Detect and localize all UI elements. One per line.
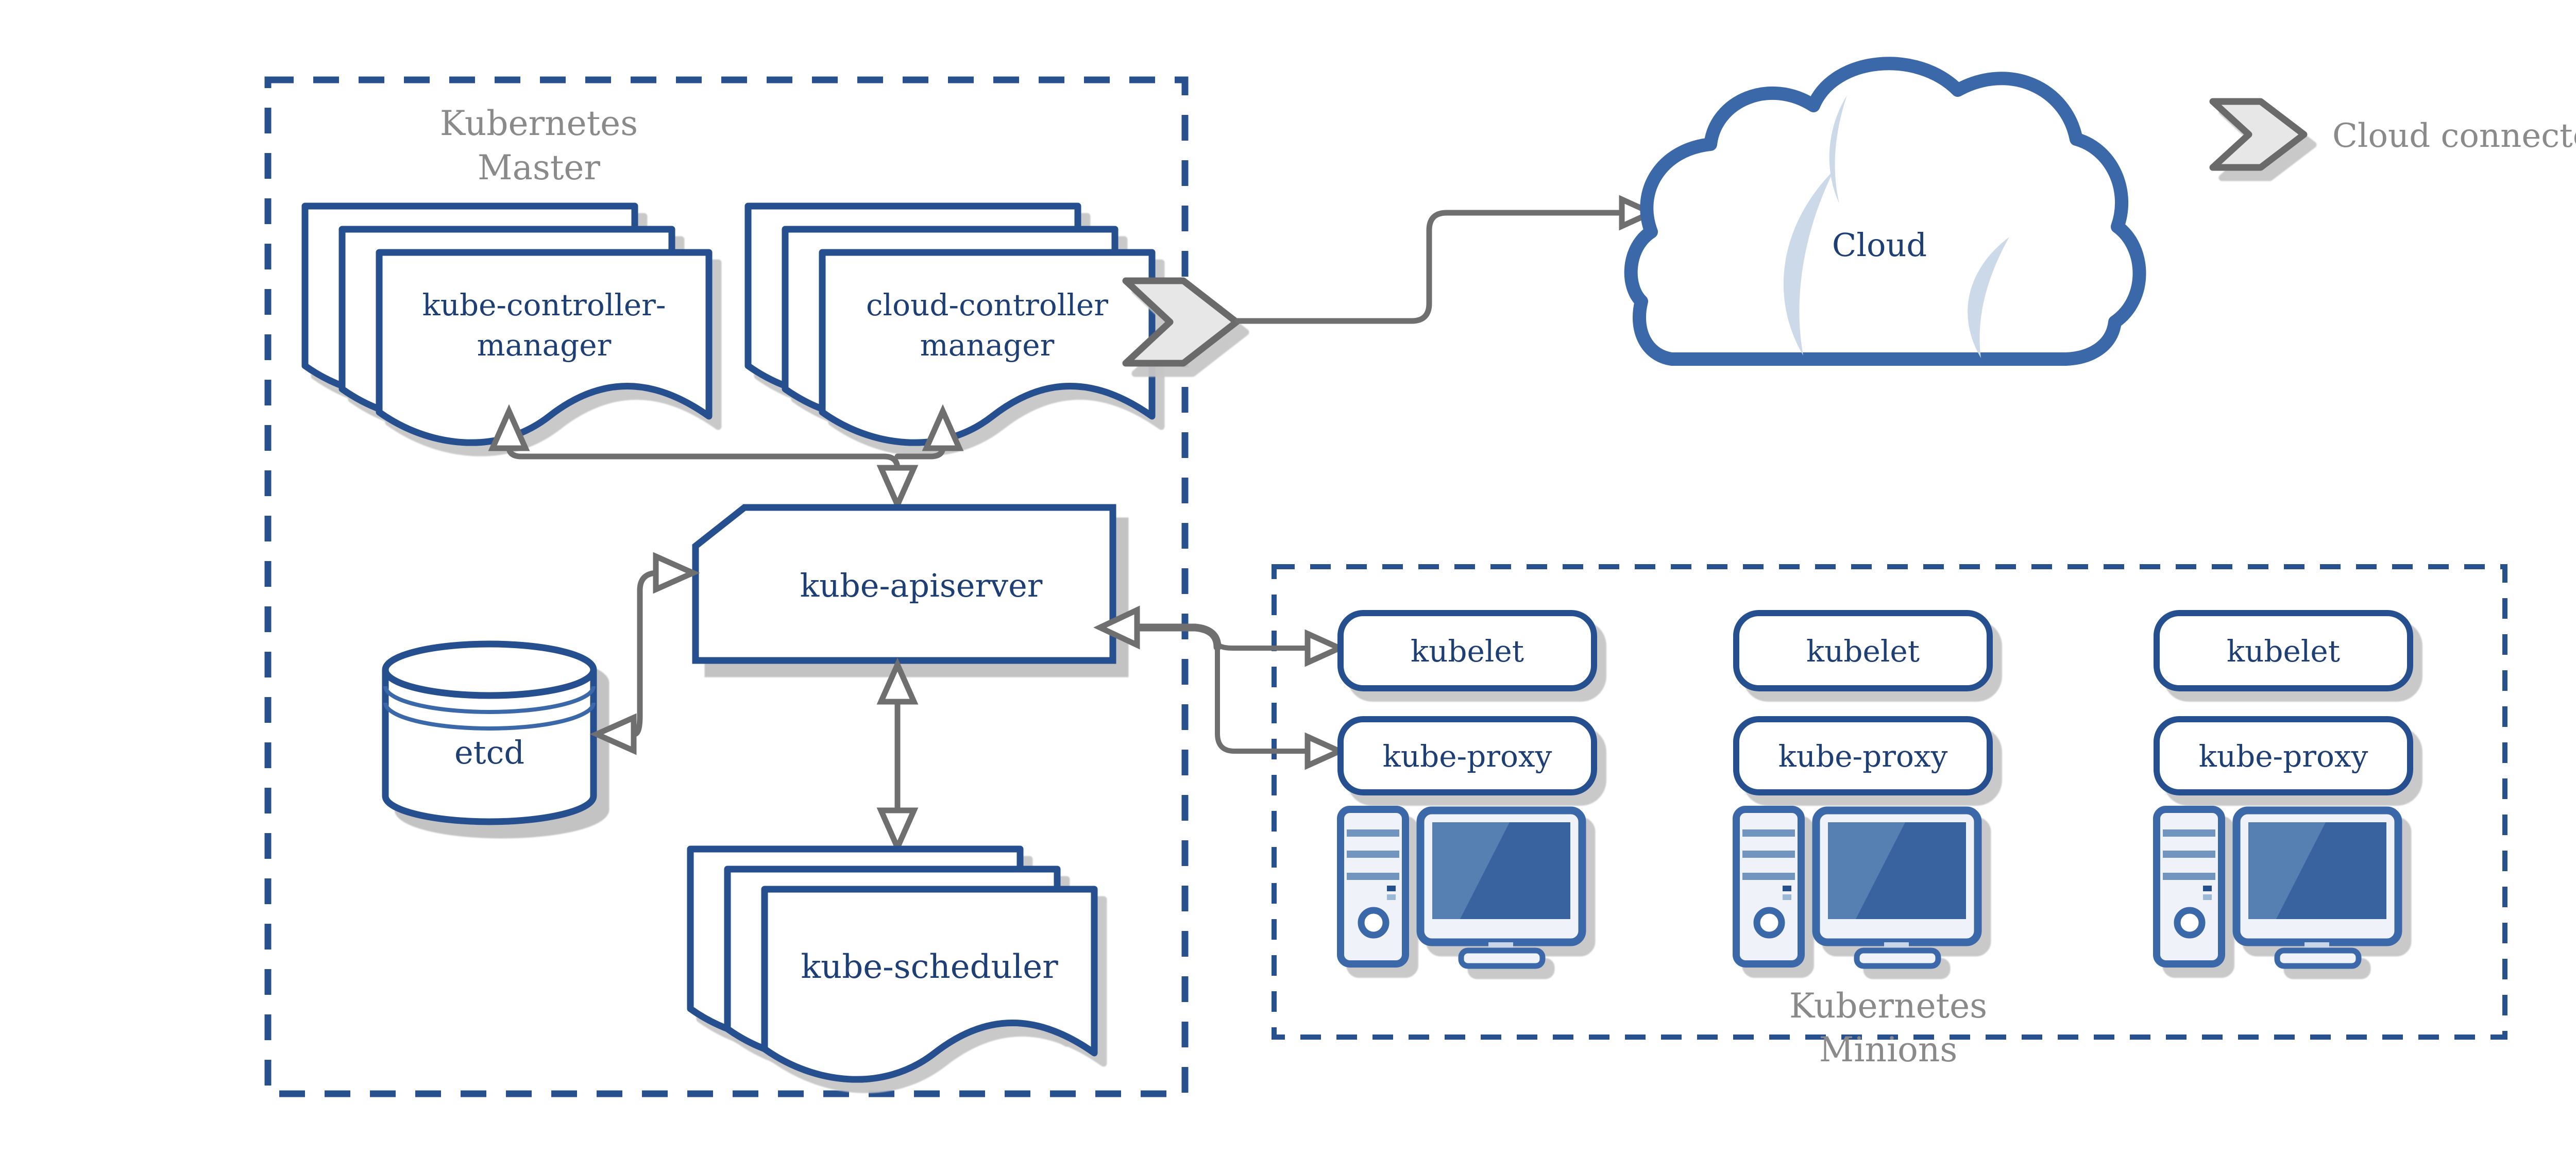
- etcd-label: etcd: [454, 734, 524, 771]
- computer-icon: [2153, 806, 2402, 969]
- minion-node-2: kubelet kube-proxy: [1733, 610, 1993, 969]
- kube-proxy-box: [1337, 716, 1597, 795]
- arrowhead-up-icon: [876, 657, 919, 705]
- cloud-highlight: [1829, 95, 1847, 204]
- kube-scheduler-node: kube-scheduler: [687, 845, 1098, 1083]
- etcd-ring: [383, 702, 596, 731]
- connector-line: [631, 570, 661, 737]
- cloud-connector-legend-icon: [2209, 98, 2308, 171]
- kube-apiserver-node: kube-apiserver: [692, 504, 1116, 664]
- computer-icon: [1337, 806, 1586, 969]
- connector-line-to-cloud: [1234, 210, 1626, 324]
- cloud-label: Cloud: [1832, 226, 1927, 264]
- computer-icon: [1733, 806, 1982, 969]
- apiserver-minion-arrows: [1093, 605, 1347, 770]
- arrowhead-up-icon: [488, 404, 530, 451]
- kube-proxy-label: kube-proxy: [1778, 739, 1948, 774]
- minions-dashed-border: [1272, 564, 2507, 1040]
- master-title-line2: Master: [478, 148, 600, 188]
- arrowhead-right-icon: [1619, 195, 1658, 231]
- kube-controller-manager-node: kube-controller- manager: [301, 202, 713, 446]
- kube-proxy-label: kube-proxy: [2199, 739, 2368, 774]
- master-title-line1: Kubernetes: [440, 104, 638, 143]
- connector-line: [1133, 623, 1222, 651]
- connector-line: [506, 444, 901, 472]
- kube-controller-manager-label-line2: manager: [477, 328, 612, 363]
- kubelet-box: [2154, 610, 2413, 691]
- arrowhead-left-icon: [589, 713, 637, 755]
- cloud-controller-manager-label-line1: cloud-controller: [866, 287, 1108, 323]
- controller-apiserver-arrows: [488, 404, 964, 512]
- document-page-front: [761, 886, 1098, 1083]
- master-group: Kubernetes Master kube-controller- manag…: [264, 76, 1240, 1097]
- kubelet-label: kubelet: [2227, 634, 2340, 669]
- cloud-highlight: [1968, 237, 2009, 358]
- connector-line: [1215, 640, 1311, 651]
- arrowhead-up-icon: [922, 404, 964, 451]
- minion-node-1: kubelet kube-proxy: [1337, 610, 1597, 969]
- minions-group: kubelet kube-proxy kubelet: [1093, 564, 2507, 1070]
- minions-title-line2: Minions: [1819, 1030, 1957, 1070]
- cloud-shape: [1624, 57, 2146, 366]
- document-page-front: [819, 249, 1156, 446]
- arrowhead-right-icon: [653, 552, 700, 594]
- apiserver-scheduler-arrows: [876, 657, 919, 855]
- kube-proxy-box: [1733, 716, 1993, 795]
- cloud-highlight: [1783, 170, 1834, 355]
- kubelet-box: [1337, 610, 1597, 691]
- legend-label: Cloud connector: [2332, 117, 2576, 155]
- master-dashed-border: [264, 76, 1189, 1097]
- connector-line: [1215, 642, 1311, 754]
- etcd-apiserver-arrows: [589, 552, 700, 755]
- etcd-ring: [383, 686, 596, 714]
- cloud-connector-chevron-icon: [1122, 277, 1240, 367]
- cloud-controller-manager-node: cloud-controller manager: [744, 202, 1156, 446]
- minion-node-3: kubelet kube-proxy: [2153, 610, 2413, 969]
- apiserver-label: kube-apiserver: [800, 567, 1043, 604]
- kubelet-label: kubelet: [1411, 634, 1524, 669]
- document-page-front: [376, 249, 713, 446]
- minions-title-line1: Kubernetes: [1789, 986, 1987, 1026]
- cloud-group: Cloud: [1234, 57, 2146, 366]
- kube-controller-manager-label-line1: kube-controller-: [422, 287, 666, 323]
- legend-group: Cloud connector: [2209, 98, 2576, 171]
- arrowhead-right-icon: [1304, 732, 1347, 770]
- kube-proxy-box: [2154, 716, 2413, 795]
- cloud-controller-manager-label-line2: manager: [920, 328, 1055, 363]
- arrowhead-left-icon: [1093, 605, 1140, 650]
- kubelet-box: [1733, 610, 1993, 691]
- etcd-cylinder-top: [382, 640, 597, 699]
- kube-scheduler-label: kube-scheduler: [801, 948, 1058, 986]
- etcd-node: etcd: [382, 640, 597, 825]
- kube-proxy-label: kube-proxy: [1383, 739, 1552, 774]
- arrowhead-right-icon: [1304, 629, 1347, 667]
- apiserver-box: [692, 504, 1116, 664]
- arrowhead-down-icon: [876, 807, 919, 855]
- arrowhead-down-icon: [876, 465, 919, 512]
- kubelet-label: kubelet: [1806, 634, 1920, 669]
